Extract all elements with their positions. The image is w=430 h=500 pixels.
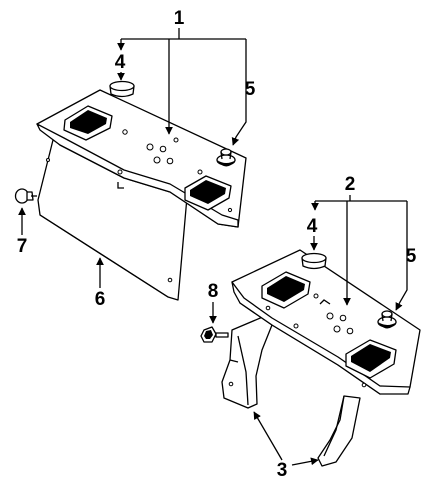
clip-part-7 — [14, 188, 37, 204]
package-tray-part-2 — [231, 249, 421, 395]
callout-5-lower: 5 — [406, 246, 417, 267]
callout-4-upper: 4 — [115, 52, 126, 73]
callout-7: 7 — [17, 236, 28, 257]
callout-5-upper: 5 — [245, 79, 256, 100]
grommet-part-5-lower — [377, 310, 397, 329]
side-trim-part-3 — [221, 315, 361, 467]
callout-4-lower: 4 — [307, 216, 318, 237]
callout-2: 2 — [345, 174, 356, 195]
cap-part-4-lower — [301, 252, 327, 270]
callout-3: 3 — [277, 460, 288, 481]
cap-part-4-upper — [109, 80, 135, 98]
callout-8: 8 — [208, 281, 219, 302]
callout-6: 6 — [95, 289, 106, 310]
callout-1: 1 — [174, 8, 185, 29]
bolt-part-8 — [200, 326, 229, 343]
package-tray-part-1 — [36, 89, 247, 228]
grommet-part-5-upper — [216, 148, 236, 167]
